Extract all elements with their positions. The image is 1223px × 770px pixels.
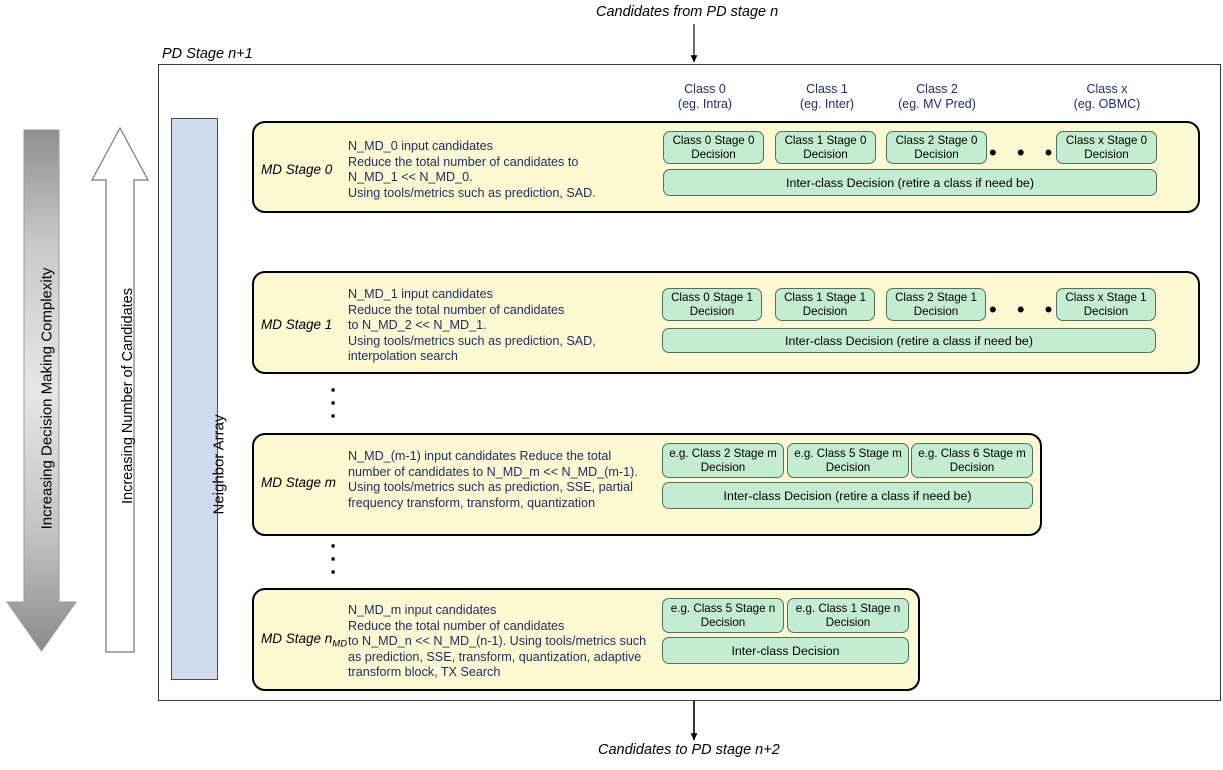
class-header-3-example: (eg. OBMC): [1073, 97, 1141, 111]
decision-box-class0-stage1[interactable]: Class 0 Stage 1 Decision: [662, 288, 762, 321]
md-stage-n-description: N_MD_m input candidates Reduce the total…: [348, 603, 647, 680]
class-header-1-name: Class 1: [806, 82, 848, 96]
neighbor-array-box: Neighbor Array: [171, 118, 228, 680]
dot: ▪: [330, 382, 336, 397]
dot: ▪: [330, 408, 336, 423]
dot: ▪: [330, 564, 336, 579]
vertical-ellipsis-1: ▪ ▪ ▪: [325, 383, 341, 422]
class-header-0: Class 0 (eg. Intra): [650, 82, 760, 112]
decision-box-class5-stagem[interactable]: e.g. Class 5 Stage m Decision: [787, 443, 909, 478]
bottom-caption: Candidates to PD stage n+2: [598, 742, 780, 758]
md-stage-0-description: N_MD_0 input candidates Reduce the total…: [348, 139, 596, 200]
dot: ▪: [330, 395, 336, 410]
md-stage-n-name-prefix: MD Stage n: [261, 631, 333, 646]
pd-stage-label: PD Stage n+1: [162, 46, 253, 62]
decision-box-class1-stage0[interactable]: Class 1 Stage 0 Decision: [775, 131, 876, 164]
decision-box-classx-stage0[interactable]: Class x Stage 0 Decision: [1056, 131, 1157, 164]
md-stage-n-name-subscript: MD: [332, 638, 348, 650]
decision-box-class2-stage0[interactable]: Class 2 Stage 0 Decision: [886, 131, 987, 164]
decision-box-class1-stage1[interactable]: Class 1 Stage 1 Decision: [775, 288, 875, 321]
md-stage-m-description: N_MD_(m-1) input candidates Reduce the t…: [348, 449, 638, 510]
top-caption: Candidates from PD stage n: [596, 4, 779, 20]
class-header-2-name: Class 2: [916, 82, 958, 96]
class-header-1: Class 1 (eg. Inter): [772, 82, 882, 112]
inter-class-decision-stage0[interactable]: Inter-class Decision (retire a class if …: [663, 169, 1157, 196]
horizontal-ellipsis-stage1: • • •: [989, 297, 1060, 322]
inter-class-decision-stagen[interactable]: Inter-class Decision: [662, 637, 909, 664]
neighbor-array-label: Neighbor Array: [210, 414, 228, 515]
class-header-3-name: Class x: [1086, 82, 1128, 96]
decision-box-class5-stagen[interactable]: e.g. Class 5 Stage n Decision: [662, 598, 784, 633]
decision-box-class0-stage0[interactable]: Class 0 Stage 0 Decision: [663, 131, 764, 164]
horizontal-ellipsis-stage0: • • •: [989, 140, 1060, 165]
decision-box-class6-stagem[interactable]: e.g. Class 6 Stage m Decision: [911, 443, 1033, 478]
complexity-axis-label: Increasing Decision Making Complexity: [38, 267, 56, 530]
md-stage-0-name: MD Stage 0: [261, 162, 333, 177]
dot: ▪: [330, 551, 336, 566]
md-stage-1-name: MD Stage 1: [261, 317, 333, 332]
inter-class-decision-stagem[interactable]: Inter-class Decision (retire a class if …: [662, 482, 1033, 509]
class-header-3: Class x (eg. OBMC): [1052, 82, 1162, 112]
decision-box-class1-stagen[interactable]: e.g. Class 1 Stage n Decision: [787, 598, 909, 633]
vertical-ellipsis-2: ▪ ▪ ▪: [325, 539, 341, 578]
class-header-1-example: (eg. Inter): [799, 97, 855, 111]
md-stage-1-description: N_MD_1 input candidates Reduce the total…: [348, 287, 596, 364]
candidates-axis-label: Increasing Number of Candidates: [120, 288, 136, 505]
decision-box-class2-stage1[interactable]: Class 2 Stage 1 Decision: [886, 288, 986, 321]
class-header-2-example: (eg. MV Pred): [898, 97, 976, 111]
md-stage-m-name: MD Stage m: [261, 475, 337, 490]
dot: ▪: [330, 538, 336, 553]
class-header-0-name: Class 0: [684, 82, 726, 96]
inter-class-decision-stage1[interactable]: Inter-class Decision (retire a class if …: [662, 328, 1156, 353]
decision-box-classx-stage1[interactable]: Class x Stage 1 Decision: [1056, 288, 1156, 321]
class-header-0-example: (eg. Intra): [677, 97, 733, 111]
class-header-2: Class 2 (eg. MV Pred): [882, 82, 992, 112]
decision-box-class2-stagem[interactable]: e.g. Class 2 Stage m Decision: [662, 443, 784, 478]
md-stage-n-name: MD Stage nMD: [261, 631, 347, 650]
